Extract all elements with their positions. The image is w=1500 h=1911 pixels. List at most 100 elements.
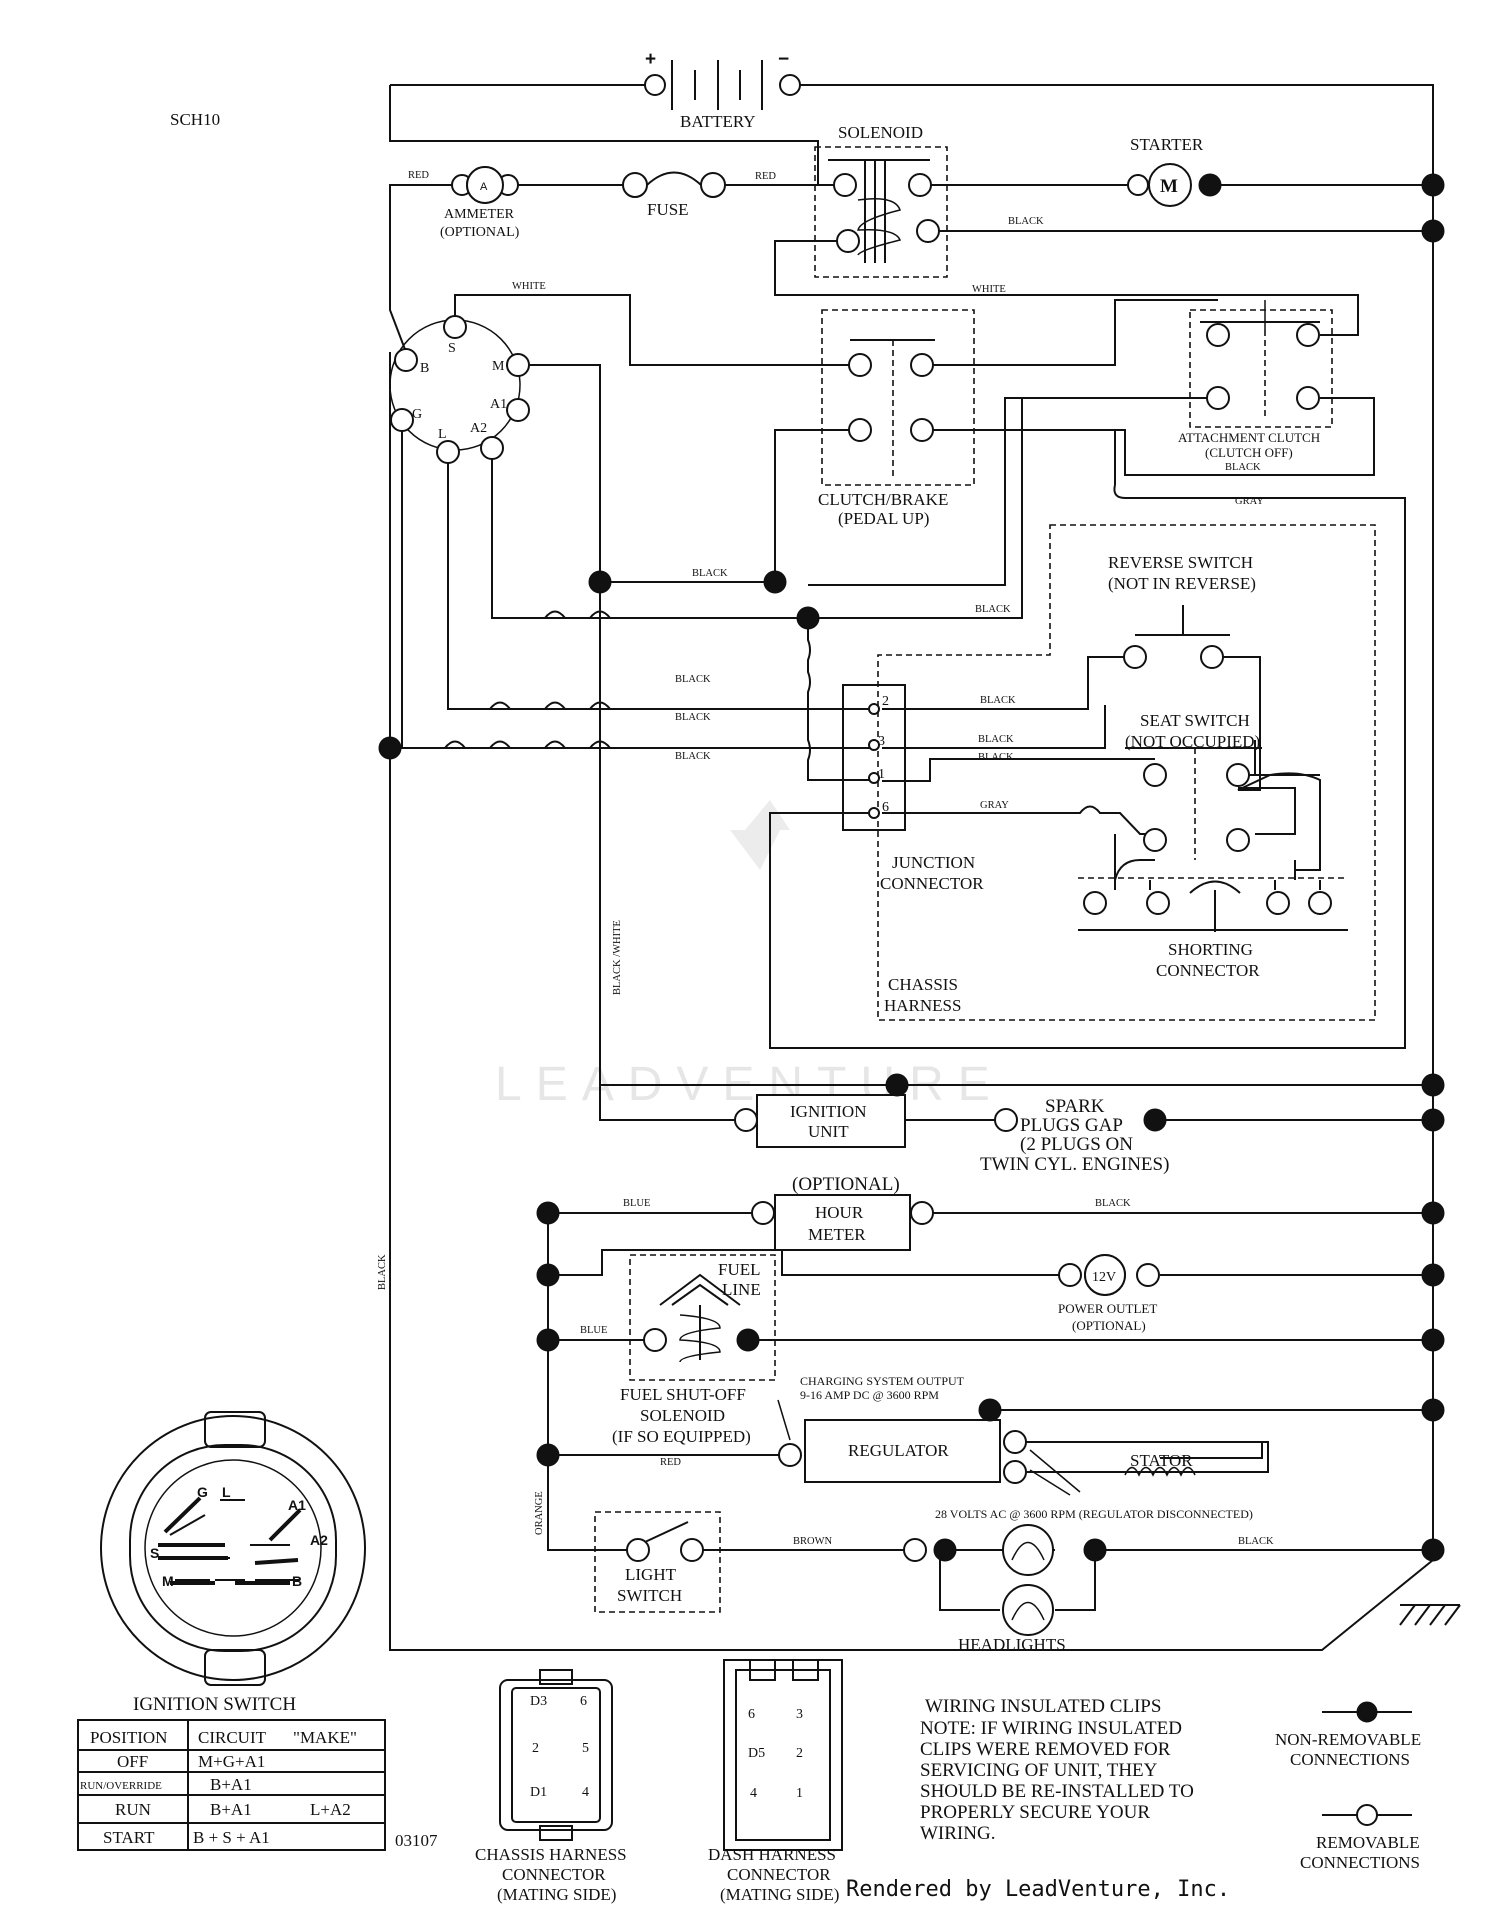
light-switch: LIGHT SWITCH — [594, 1511, 721, 1613]
legend-non-removable-1: NON-REMOVABLE — [1275, 1730, 1421, 1749]
chassis-pin-6: 6 — [580, 1694, 587, 1709]
fuel-shutoff-solenoid: FUEL LINE FUEL SHUT-OFF SOLENOID (IF SO … — [612, 1254, 776, 1446]
power-outlet: 12V POWER OUTLET (OPTIONAL) — [1058, 1254, 1160, 1333]
starter-label: STARTER — [1130, 135, 1204, 154]
table-row-2-position: RUN — [115, 1800, 151, 1819]
wire-label-black-4: BLACK — [675, 712, 711, 723]
table-header-make: "MAKE" — [293, 1728, 357, 1747]
chassis-pin-d3: D3 — [530, 1694, 547, 1709]
wire-label-black-cb: BLACK — [692, 568, 728, 579]
junction-connector: 2 3 1 6 JUNCTION CONNECTOR — [842, 684, 984, 893]
spark-plugs-label-3: (2 PLUGS ON — [1020, 1134, 1133, 1155]
junction-pin-6: 6 — [882, 800, 889, 815]
stator: STATOR 28 VOLTS AC @ 3600 RPM (REGULATOR… — [935, 1441, 1269, 1521]
shorting-connector-label-1: SHORTING — [1168, 940, 1253, 959]
stator-note: 28 VOLTS AC @ 3600 RPM (REGULATOR DISCON… — [935, 1507, 1253, 1521]
hour-meter-label-2: METER — [808, 1225, 866, 1244]
wires — [389, 84, 1461, 1651]
dash-pin-1: 1 — [796, 1786, 803, 1801]
ignition-switch-title: IGNITION SWITCH — [133, 1694, 296, 1715]
wire-label-black-white: BLACK /WHITE — [612, 920, 623, 995]
ignition-table: POSITION CIRCUIT "MAKE" OFF M+G+A1 RUN/O… — [77, 1719, 386, 1851]
junction-connector-label-1: JUNCTION — [892, 853, 975, 872]
solenoid-label: SOLENOID — [838, 123, 923, 142]
ignition-unit-label-1: IGNITION — [790, 1102, 866, 1121]
chassis-harness-label-1: CHASSIS — [888, 975, 958, 994]
battery-positive: + — [645, 49, 656, 70]
ammeter-note: (OPTIONAL) — [440, 225, 520, 240]
light-switch-label-2: SWITCH — [617, 1586, 682, 1605]
chassis-connector-label-1: CHASSIS HARNESS — [475, 1845, 627, 1864]
battery-label: BATTERY — [680, 112, 756, 131]
notes-line-1: CLIPS WERE REMOVED FOR — [920, 1739, 1171, 1760]
wire-label-white-2: WHITE — [972, 284, 1006, 295]
wire-label-black-left: BLACK — [377, 1254, 388, 1290]
reverse-switch: REVERSE SWITCH (NOT IN REVERSE) — [1108, 553, 1256, 669]
dash-pin-4: 4 — [750, 1786, 757, 1801]
power-outlet-note: (OPTIONAL) — [1072, 1318, 1146, 1333]
battery: + − BATTERY — [644, 49, 801, 131]
chassis-pin-5: 5 — [582, 1741, 589, 1756]
wire-label-red-3: RED — [660, 1457, 681, 1468]
wire-label-gray-j6: GRAY — [980, 800, 1009, 811]
ignition-unit: IGNITION UNIT — [734, 1094, 1167, 1148]
legend-removable-1: REMOVABLE — [1316, 1833, 1420, 1852]
wire-label-red-1: RED — [408, 170, 429, 181]
attachment-clutch-switch: ATTACHMENT CLUTCH (CLUTCH OFF) — [1178, 300, 1333, 460]
fuel-solenoid-label-2: SOLENOID — [640, 1406, 725, 1425]
junction-pin-2: 2 — [882, 694, 889, 709]
light-switch-label-1: LIGHT — [625, 1565, 677, 1584]
ign-pin-l: L — [438, 427, 447, 442]
wire-label-black-j1: BLACK — [978, 752, 1014, 763]
dash-pin-3: 3 — [796, 1707, 803, 1722]
clutch-brake-switch: CLUTCH/BRAKE (PEDAL UP) — [818, 309, 975, 528]
junction-connector-label-2: CONNECTOR — [880, 874, 984, 893]
clutch-brake-label: CLUTCH/BRAKE — [818, 490, 948, 509]
wire-label-black-starter: BLACK — [1008, 216, 1044, 227]
starter: M STARTER — [1127, 135, 1222, 207]
reverse-switch-label: REVERSE SWITCH — [1108, 553, 1253, 572]
wire-label-white-1: WHITE — [512, 281, 546, 292]
power-outlet-symbol: 12V — [1092, 1270, 1116, 1285]
seat-switch-label: SEAT SWITCH — [1140, 711, 1250, 730]
table-row-2-extra: L+A2 — [310, 1800, 351, 1819]
table-row-0-circuit: M+G+A1 — [198, 1752, 265, 1771]
spark-plugs-label-4: TWIN CYL. ENGINES) — [980, 1154, 1169, 1175]
ignition-switch-terminal: B S M A1 G L A2 — [389, 315, 530, 464]
wire-label-black-j2: BLACK — [980, 695, 1016, 706]
switch-face-l: L — [222, 1484, 231, 1500]
chassis-pin-2: 2 — [532, 1741, 539, 1756]
table-header-position: POSITION — [90, 1728, 167, 1747]
ignition-switch-face: G L A1 S A2 M B IGNITION SWITCH — [100, 1411, 366, 1715]
solenoid: SOLENOID — [814, 123, 948, 278]
ign-pin-g: G — [412, 407, 422, 422]
legend: NON-REMOVABLE CONNECTIONS REMOVABLE CONN… — [1275, 1701, 1421, 1872]
notes-line-2: SERVICING OF UNIT, THEY — [920, 1760, 1158, 1781]
wire-label-black-hl: BLACK — [1238, 1536, 1274, 1547]
wire-label-black-3: BLACK — [675, 674, 711, 685]
notes-line-5: WIRING. — [920, 1823, 995, 1844]
chassis-harness-connector: D3 6 2 5 D1 4 CHASSIS HARNESS CONNECTOR … — [475, 1669, 627, 1904]
table-header-circuit: CIRCUIT — [198, 1728, 267, 1747]
fuel-solenoid-label-3: (IF SO EQUIPPED) — [612, 1427, 751, 1446]
watermark: LEADVENTURE — [495, 800, 990, 1111]
notes-line-4: PROPERLY SECURE YOUR — [920, 1802, 1150, 1823]
wire-label-black-hm: BLACK — [1095, 1198, 1131, 1209]
dash-pin-d5: D5 — [748, 1746, 765, 1761]
wire-crossovers — [444, 610, 611, 749]
wire-label-orange: ORANGE — [534, 1491, 545, 1535]
attachment-clutch-label: ATTACHMENT CLUTCH — [1178, 430, 1320, 445]
hour-meter-optional: (OPTIONAL) — [792, 1174, 900, 1195]
attachment-clutch-note: (CLUTCH OFF) — [1205, 445, 1293, 460]
notes-title: WIRING INSULATED CLIPS — [925, 1696, 1161, 1717]
regulator-label: REGULATOR — [848, 1441, 949, 1460]
ign-pin-m: M — [492, 359, 505, 374]
dash-pin-6: 6 — [748, 1707, 755, 1722]
table-row-2-circuit: B+A1 — [210, 1800, 252, 1819]
junction-pin-1: 1 — [878, 767, 885, 782]
shorting-connector: SHORTING CONNECTOR — [1078, 877, 1348, 980]
render-credit: Rendered by LeadVenture, Inc. — [846, 1877, 1231, 1902]
starter-symbol: M — [1160, 176, 1178, 197]
headlights: HEADLIGHTS — [903, 1524, 1107, 1654]
